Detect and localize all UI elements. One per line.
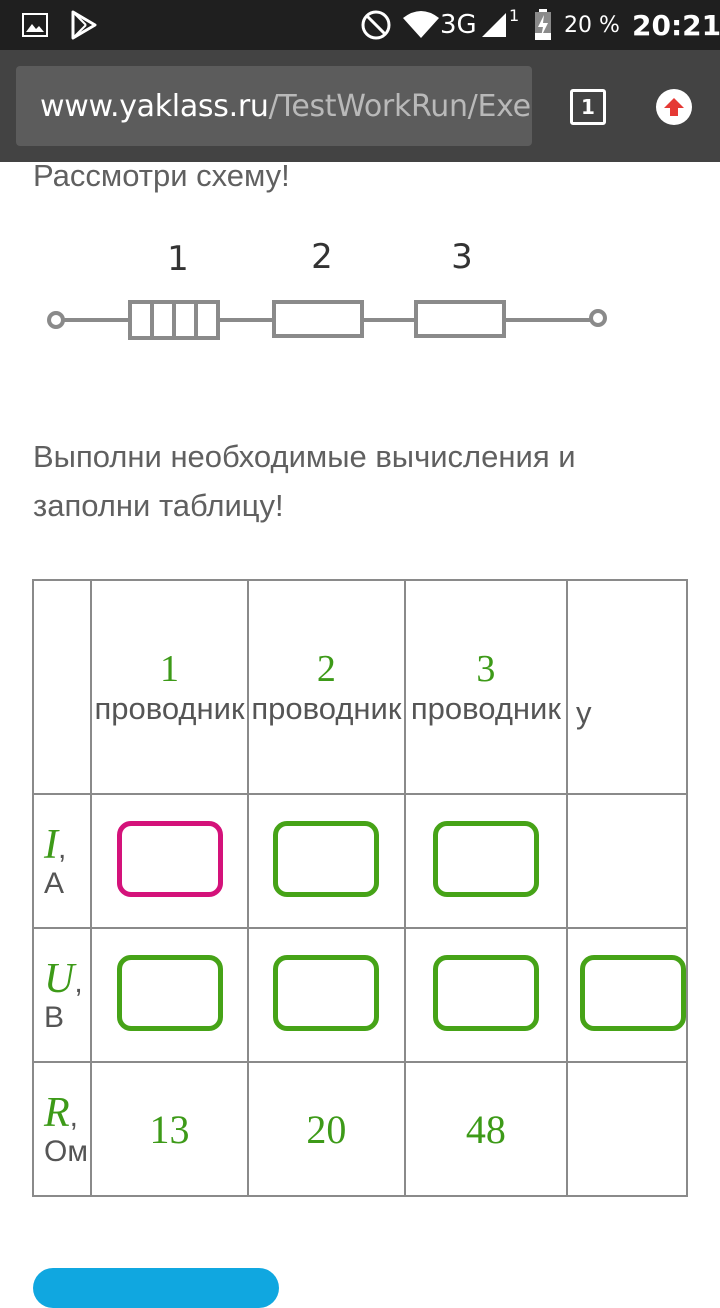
values-table: 1 проводник 2 проводник 3 проводник у I,… [32,579,688,1197]
update-button[interactable] [656,89,692,125]
image-notification-icon [22,0,48,50]
wifi-icon [402,0,440,50]
play-store-notification-icon [70,0,98,50]
values-table-container[interactable]: 1 проводник 2 проводник 3 проводник у I,… [32,579,688,1199]
url-text: www.yaklass.ru/TestWorkRun/Exe [16,89,531,124]
circuit-label-3: 3 [451,237,473,277]
row-label-resistance: R, Ом [32,1061,93,1197]
url-path: /TestWorkRun/Exe [268,88,532,124]
do-not-disturb-icon [360,0,392,50]
table-header-row: 1 проводник 2 проводник 3 проводник у [32,579,688,795]
battery-percent: 20 % [564,12,620,38]
resistance-value-2: 20 [246,1061,406,1197]
address-bar[interactable]: www.yaklass.ru/TestWorkRun/Exe [16,66,532,146]
input-u-3[interactable] [432,954,539,1031]
submit-button[interactable] [33,1268,279,1308]
status-bar: 3G 1 20 % 20:21 [0,0,720,50]
cell-signal-icon [480,0,508,50]
instruction-calc-line1: Выполни необходимые вычисления и [33,439,576,474]
input-i-3[interactable] [432,820,539,897]
clock: 20:21 [632,8,720,42]
battery-charging-icon [534,0,552,50]
row-label-voltage: U, В [32,927,93,1063]
circuit-label-2: 2 [311,237,333,277]
table-row-current: I, А [32,793,688,929]
instruction-calc-line2: заполни таблицу! [33,488,284,523]
table-row-resistance: R, Ом 13 20 48 [32,1061,688,1197]
input-u-2[interactable] [273,954,380,1031]
input-i-2[interactable] [273,820,380,897]
resistance-value-1: 13 [90,1061,249,1197]
input-i-1[interactable] [116,820,223,897]
browser-toolbar: www.yaklass.ru/TestWorkRun/Exe 1 [0,50,720,162]
url-host: www.yaklass.ru [40,88,269,124]
table-row-voltage: U, В [32,927,688,1063]
row-label-current: I, А [32,793,93,929]
instruction-view-scheme: Рассмотри схему! [33,158,290,193]
tab-count: 1 [581,95,595,119]
circuit-label-1: 1 [167,239,189,279]
table-corner-cell [32,579,93,795]
header-conductor-1: 1 проводник [90,579,249,795]
input-u-total[interactable] [579,954,686,1031]
tab-switcher-button[interactable]: 1 [570,89,606,125]
arrow-up-icon [664,98,684,116]
input-u-1[interactable] [116,954,223,1031]
header-conductor-3: 3 проводник [403,579,568,795]
header-conductor-2: 2 проводник [246,579,406,795]
network-type: 3G [440,10,477,40]
resistance-value-3: 48 [403,1061,568,1197]
header-total: у [565,579,688,795]
circuit-diagram: 1 2 3 [47,237,607,340]
signal-badge: 1 [509,5,520,25]
